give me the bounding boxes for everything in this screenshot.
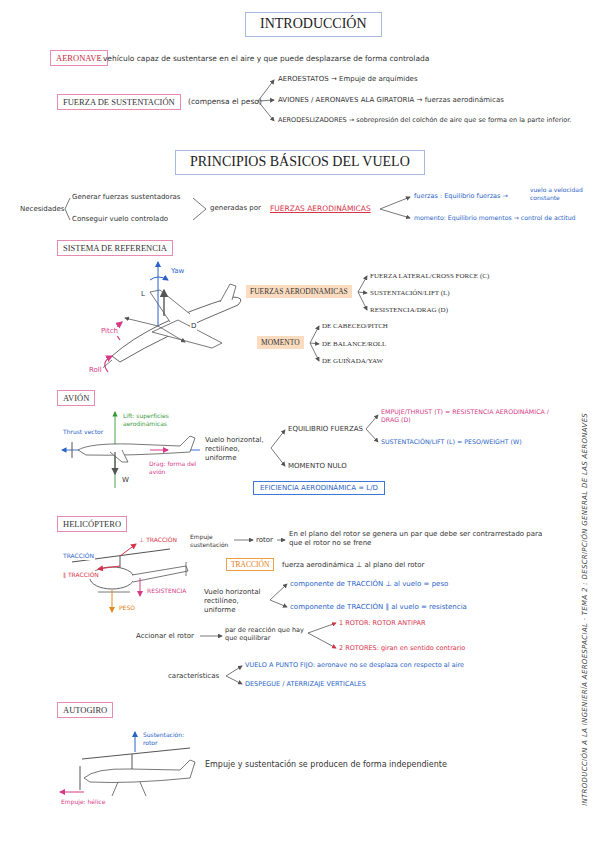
note-text: Empuje y sustentación se producen de for…: [205, 760, 447, 770]
note-text: DE CABECEO/PITCH: [322, 322, 388, 331]
note-text: Empuje sustentación: [190, 533, 232, 548]
note-text: (compensa el peso): [188, 97, 262, 106]
note-text: par de reacción que hay que equilibrar: [225, 626, 305, 642]
box-text: AERONAVE: [56, 53, 102, 63]
note-text: Necesidades: [20, 205, 64, 214]
note-text: rotor: [256, 536, 273, 545]
subsection-box: SISTEMA DE REFERENCIA: [57, 240, 173, 256]
note-text: 2 ROTORES: giran en sentido contrario: [339, 644, 465, 652]
concept-box: FUERZAS AERODINAMICAS: [246, 285, 352, 298]
box-text: AUTOGIRO: [63, 705, 107, 715]
note-text: Empuje: hélice: [60, 798, 106, 806]
side-caption: INTRODUCCIÓN A LA INGENIERÍA AEROESPACIA…: [581, 399, 590, 819]
note-text: En el plano del rotor se genera un par q…: [289, 530, 554, 548]
note-text: W: [121, 476, 130, 485]
note-text: Sustentación: rotor: [142, 731, 188, 746]
note-text: fuerza aerodinámica ⊥ al plano del rotor: [282, 561, 424, 570]
subsection-box: HELICÓPTERO: [57, 516, 127, 532]
note-text: Vuelo horizontal, rectilíneo, uniforme: [205, 436, 267, 462]
note-text: D: [190, 322, 197, 331]
note-text: características: [168, 672, 219, 681]
note-text: AEROESTATOS → Empuje de arquímides: [278, 75, 418, 84]
note-text: 1 ROTOR: ROTOR ANTIPAR: [339, 619, 425, 627]
section-title: PRINCIPIOS BÁSICOS DEL VUELO: [175, 150, 425, 175]
note-text: ⊥ TRACCIÓN: [138, 536, 178, 544]
note-text: componente de TRACCIÓN ⊥ al vuelo = peso: [290, 580, 448, 589]
box-text: FUERZA DE SUSTENTACIÓN: [63, 97, 175, 107]
note-text: SUSTENTACIÓN/LIFT (L) = PESO/WEIGHT (W): [381, 438, 522, 446]
concept-box: TRACCIÓN: [226, 558, 274, 571]
subsection-box: AUTOGIRO: [57, 702, 113, 718]
section-title: INTRODUCCIÓN: [245, 12, 382, 37]
note-text: momento: Equilibrio momentos → control d…: [414, 214, 576, 222]
term-box: FUERZA DE SUSTENTACIÓN: [57, 94, 181, 110]
box-text: SISTEMA DE REFERENCIA: [63, 243, 167, 253]
subsection-box: AVIÓN: [57, 390, 95, 406]
note-text: PESO: [118, 604, 136, 612]
note-text: Pitch: [100, 327, 119, 336]
note-text: fuerzas : Equilibrio fuerzas →: [414, 192, 508, 200]
box-text: AVIÓN: [63, 393, 89, 403]
box-text: MOMENTO: [261, 338, 300, 347]
note-text: L: [140, 290, 146, 299]
note-text: EQUILIBRIO FUERZAS: [288, 425, 363, 434]
box-text: HELICÓPTERO: [63, 519, 121, 529]
note-text: vuelo a velocidad constante: [530, 186, 588, 201]
box-text: PRINCIPIOS BÁSICOS DEL VUELO: [190, 154, 410, 169]
note-text: Thrust vector: [62, 428, 104, 436]
box-text: INTRODUCCIÓN: [260, 16, 367, 31]
note-text: DESPEGUE / ATERRIZAJE VERTICALES: [245, 680, 366, 688]
note-text: Yaw: [170, 267, 185, 276]
box-text: EFICIENCIA AERODINÁMICA = L/D: [260, 484, 378, 492]
note-text: FUERZA LATERAL/CROSS FORCE (C): [370, 272, 489, 281]
note-text: Accionar el rotor: [136, 632, 194, 641]
note-text: Vuelo horizontal rectilíneo, uniforme: [204, 588, 266, 614]
note-text: AVIONES / AERONAVES ALA GIRATORIA → fuer…: [278, 96, 504, 105]
note-text: generadas por: [210, 204, 261, 213]
note-text: AERODESLIZADORES → sobrepresión del colc…: [278, 116, 590, 124]
note-text: MOMENTO NULO: [288, 462, 347, 471]
note-text: Roll: [88, 366, 103, 375]
autogyro: [60, 732, 195, 796]
note-text: RESISTENCIA/DRAG (D): [370, 306, 448, 315]
note-text: DE GUIÑADA/YAW: [322, 357, 383, 366]
note-text: FUERZAS AERODINÁMICAS: [270, 204, 371, 213]
note-text: EMPUJE/THRUST (T) = RESISTENCIA AERODINÁ…: [381, 408, 569, 424]
note-text: RESISTENCIA: [146, 587, 187, 595]
airplane-3d: [98, 262, 241, 372]
note-text: SUSTENTACIÓN/LIFT (L): [370, 289, 450, 298]
airplane-side: [62, 412, 200, 488]
note-text: VUELO A PUNTO FIJO: aeronave no se despl…: [245, 661, 464, 669]
note-text: DE BALANCE/ROLL: [322, 340, 386, 349]
box-text: TRACCIÓN: [231, 560, 269, 569]
note-text: Drag: forma del avión: [148, 460, 198, 475]
concept-box: MOMENTO: [257, 336, 304, 349]
box-text: FUERZAS AERODINAMICAS: [250, 287, 348, 296]
note-text: Generar fuerzas sustentadoras: [72, 193, 180, 202]
note-text: : vehículo capaz de sustentarse en el ai…: [98, 54, 429, 63]
note-text: Conseguir vuelo controlado: [72, 215, 168, 224]
formula-box: EFICIENCIA AERODINÁMICA = L/D: [253, 481, 385, 495]
note-text: Lift: superficies aerodinámicas: [122, 412, 186, 427]
note-text: TRACCIÓN: [62, 552, 95, 560]
note-text: ∥ TRACCIÓN: [62, 571, 100, 579]
note-text: componente de TRACCIÓN ∥ al vuelo = resi…: [290, 603, 467, 612]
